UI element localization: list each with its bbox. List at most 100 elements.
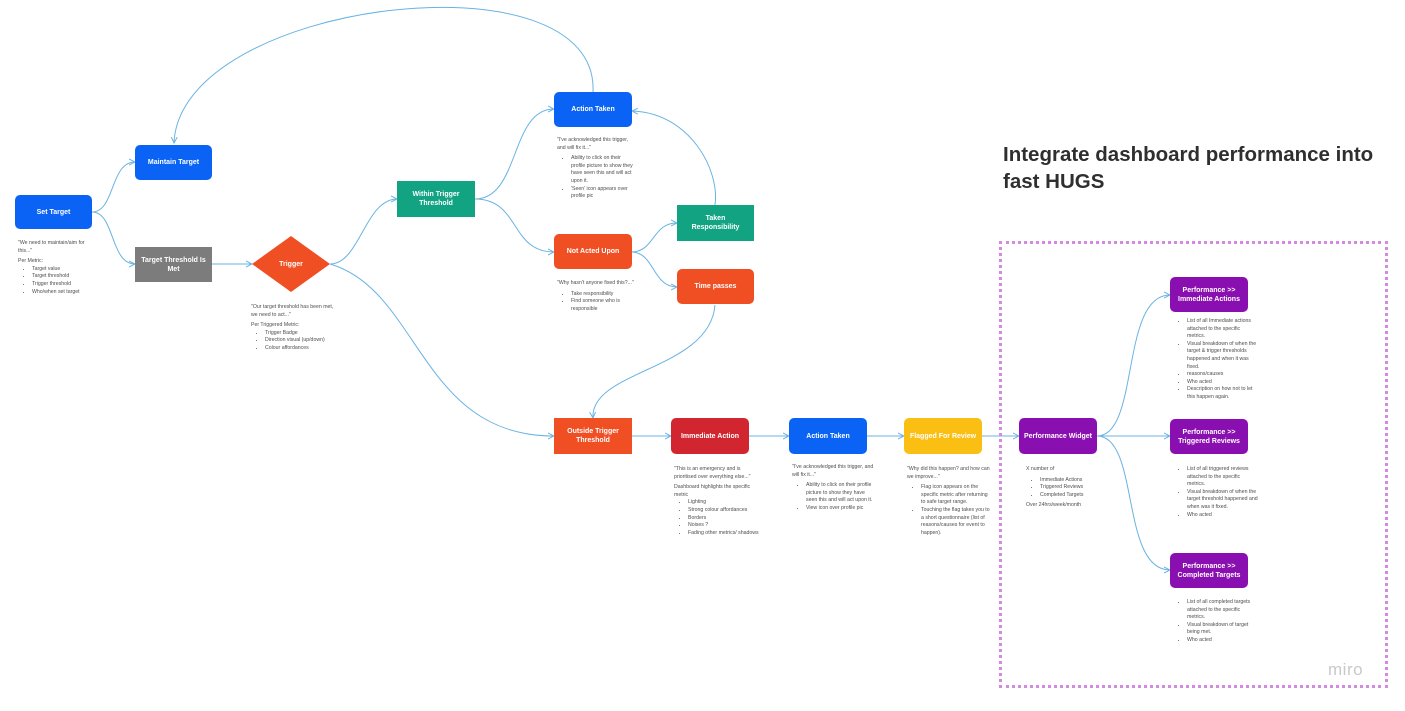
edge-set-to-threshold <box>91 211 135 264</box>
note-flagged-for-review: "Why did this happen? and how can we imp… <box>907 466 991 537</box>
edge-action-to-maintain <box>174 6 594 143</box>
list-item: Trigger threshold <box>32 281 92 289</box>
edge-set-to-maintain <box>91 162 135 213</box>
note-list: List of all completed targets attached t… <box>1173 599 1259 645</box>
list-item: reasons/causes <box>1187 371 1259 379</box>
node-not-acted-upon[interactable]: Not Acted Upon <box>554 234 632 269</box>
list-item: Immediate Actions <box>1040 477 1110 485</box>
list-item: Target threshold <box>32 273 92 281</box>
node-label: Performance >> Immediate Actions <box>1178 286 1240 303</box>
node-maintain-target[interactable]: Maintain Target <box>135 145 212 180</box>
node-label: Within Trigger Threshold <box>412 191 460 207</box>
edge-widget-to-perf-immediate <box>1096 295 1170 437</box>
list-item: Visual breakdown of when the target thre… <box>1187 489 1259 512</box>
note-quote: "I've acknowledged this trigger, and wil… <box>557 137 629 151</box>
node-time-passes[interactable]: Time passes <box>677 269 754 304</box>
note-immediate-action: "This is an emergency and is prioritised… <box>674 466 762 537</box>
list-item: List of all completed targets attached t… <box>1187 599 1259 622</box>
list-item: Who acted <box>1187 637 1259 645</box>
node-outside-trigger-threshold[interactable]: Outside Trigger Threshold <box>554 418 632 454</box>
edge-within-to-action <box>474 109 554 200</box>
node-label: Action Taken <box>571 106 615 113</box>
node-label: Time passes <box>694 283 737 290</box>
edge-within-to-not-acted <box>474 198 554 252</box>
edge-responsibility-to-action <box>632 111 717 206</box>
list-item: Touching the flag takes you to a short q… <box>921 507 991 537</box>
note-list: Immediate Actions Triggered Reviews Comp… <box>1026 477 1110 500</box>
note-heading: Dashboard highlights the specific metric <box>674 484 751 498</box>
list-item: Flag icon appears on the specific metric… <box>921 484 991 507</box>
note-quote: "This is an emergency and is prioritised… <box>674 466 751 480</box>
node-taken-responsibility[interactable]: Taken Responsibility <box>677 205 754 241</box>
list-item: Target value <box>32 266 92 274</box>
node-label: Not Acted Upon <box>566 248 620 255</box>
note-not-acted-upon: "Why hasn't anyone fixed this?..." Take … <box>557 280 635 313</box>
trigger-diamond-shape <box>252 236 330 292</box>
list-item: Visual breakdown of target being met. <box>1187 622 1259 637</box>
list-item: Visual breakdown of when the target & tr… <box>1187 341 1259 371</box>
note-list: Trigger Badge Direction visual (up/down)… <box>251 330 335 353</box>
note-perf-triggered-reviews: List of all triggered reviews attached t… <box>1173 466 1259 519</box>
note-quote: "Why hasn't anyone fixed this?..." <box>557 280 634 286</box>
list-item: Who/when set target <box>32 289 92 297</box>
node-label: Target Threshold Is Met <box>141 256 206 273</box>
note-perf-immediate-actions: List of all Immediate actions attached t… <box>1173 318 1259 402</box>
miro-logo: miro <box>1328 660 1364 679</box>
note-list: List of all Immediate actions attached t… <box>1173 318 1259 402</box>
list-item: View icon over profile pic <box>806 505 874 513</box>
note-performance-widget: X number of Immediate Actions Triggered … <box>1026 466 1110 510</box>
node-label: Performance >> Triggered Reviews <box>1178 428 1240 445</box>
note-action-taken-top: "I've acknowledged this trigger, and wil… <box>557 137 635 201</box>
note-list: Target value Target threshold Trigger th… <box>18 266 92 296</box>
note-footer: Over 24hrs/week/month <box>1026 502 1082 509</box>
node-performance-triggered-reviews[interactable]: Performance >> Triggered Reviews <box>1170 419 1248 454</box>
list-item: Fading other metrics/ shadows <box>688 530 762 538</box>
node-flagged-for-review[interactable]: Flagged For Review <box>904 418 982 454</box>
list-item: Triggered Reviews <box>1040 484 1110 492</box>
list-item: Who acted <box>1187 512 1259 520</box>
list-item: Trigger Badge <box>265 330 335 338</box>
note-heading: X number of <box>1026 466 1055 472</box>
performance-frame[interactable] <box>999 241 1388 688</box>
note-perf-completed-targets: List of all completed targets attached t… <box>1173 599 1259 645</box>
node-performance-completed-targets[interactable]: Performance >> Completed Targets <box>1170 553 1248 588</box>
list-item: Who acted <box>1187 379 1259 387</box>
note-heading: Per Metric: <box>18 258 44 265</box>
note-list: Ability to click on their profile pictur… <box>792 482 874 512</box>
edge-trigger-to-within <box>329 199 397 265</box>
note-quote: "We need to maintain/aim for this..." <box>18 240 85 254</box>
node-immediate-action[interactable]: Immediate Action <box>671 418 749 454</box>
note-heading: Per Triggered Metric: <box>251 322 300 329</box>
list-item: Direction visual (up/down) <box>265 337 335 345</box>
list-item: Description on how not to let this happe… <box>1187 386 1259 401</box>
node-label: Immediate Action <box>680 432 740 440</box>
node-trigger[interactable]: Trigger <box>252 236 330 292</box>
note-set-target: "We need to maintain/aim for this..." Pe… <box>18 240 92 296</box>
node-label: Trigger <box>279 260 303 268</box>
node-target-threshold-met[interactable]: Target Threshold Is Met <box>135 247 212 282</box>
node-label: Performance >> Completed Targets <box>1177 562 1241 579</box>
node-set-target[interactable]: Set Target <box>15 195 92 229</box>
list-item: 'Seen' icon appears over profile pic <box>571 186 635 201</box>
node-action-taken-bottom[interactable]: Action Taken <box>789 418 867 454</box>
note-action-taken-bottom: "I've acknowledged this trigger, and wil… <box>792 464 874 513</box>
note-quote: "I've acknowledged this trigger, and wil… <box>792 464 874 478</box>
list-item: List of all triggered reviews attached t… <box>1187 466 1259 489</box>
node-label: Flagged For Review <box>909 432 977 440</box>
node-performance-widget[interactable]: Performance Widget <box>1019 418 1097 454</box>
note-list: Ability to click on their profile pictur… <box>557 155 635 201</box>
list-item: Colour affordances <box>265 345 335 353</box>
node-within-trigger-threshold[interactable]: Within Trigger Threshold <box>397 181 475 217</box>
list-item: List of all Immediate actions attached t… <box>1187 318 1259 341</box>
node-action-taken-top[interactable]: Action Taken <box>554 92 632 127</box>
edge-widget-to-perf-completed <box>1096 435 1170 570</box>
note-list: Flag icon appears on the specific metric… <box>907 484 991 537</box>
list-item: Find someone who is responsible <box>571 298 635 313</box>
note-list: Take responsibility Find someone who is … <box>557 291 635 314</box>
list-item: Strong colour affordances <box>688 507 762 515</box>
edge-time-to-outside <box>593 304 716 418</box>
node-performance-immediate-actions[interactable]: Performance >> Immediate Actions <box>1170 277 1248 312</box>
board-title: Integrate dashboard performance into fas… <box>1003 143 1374 193</box>
list-item: Ability to click on their profile pictur… <box>571 155 635 185</box>
